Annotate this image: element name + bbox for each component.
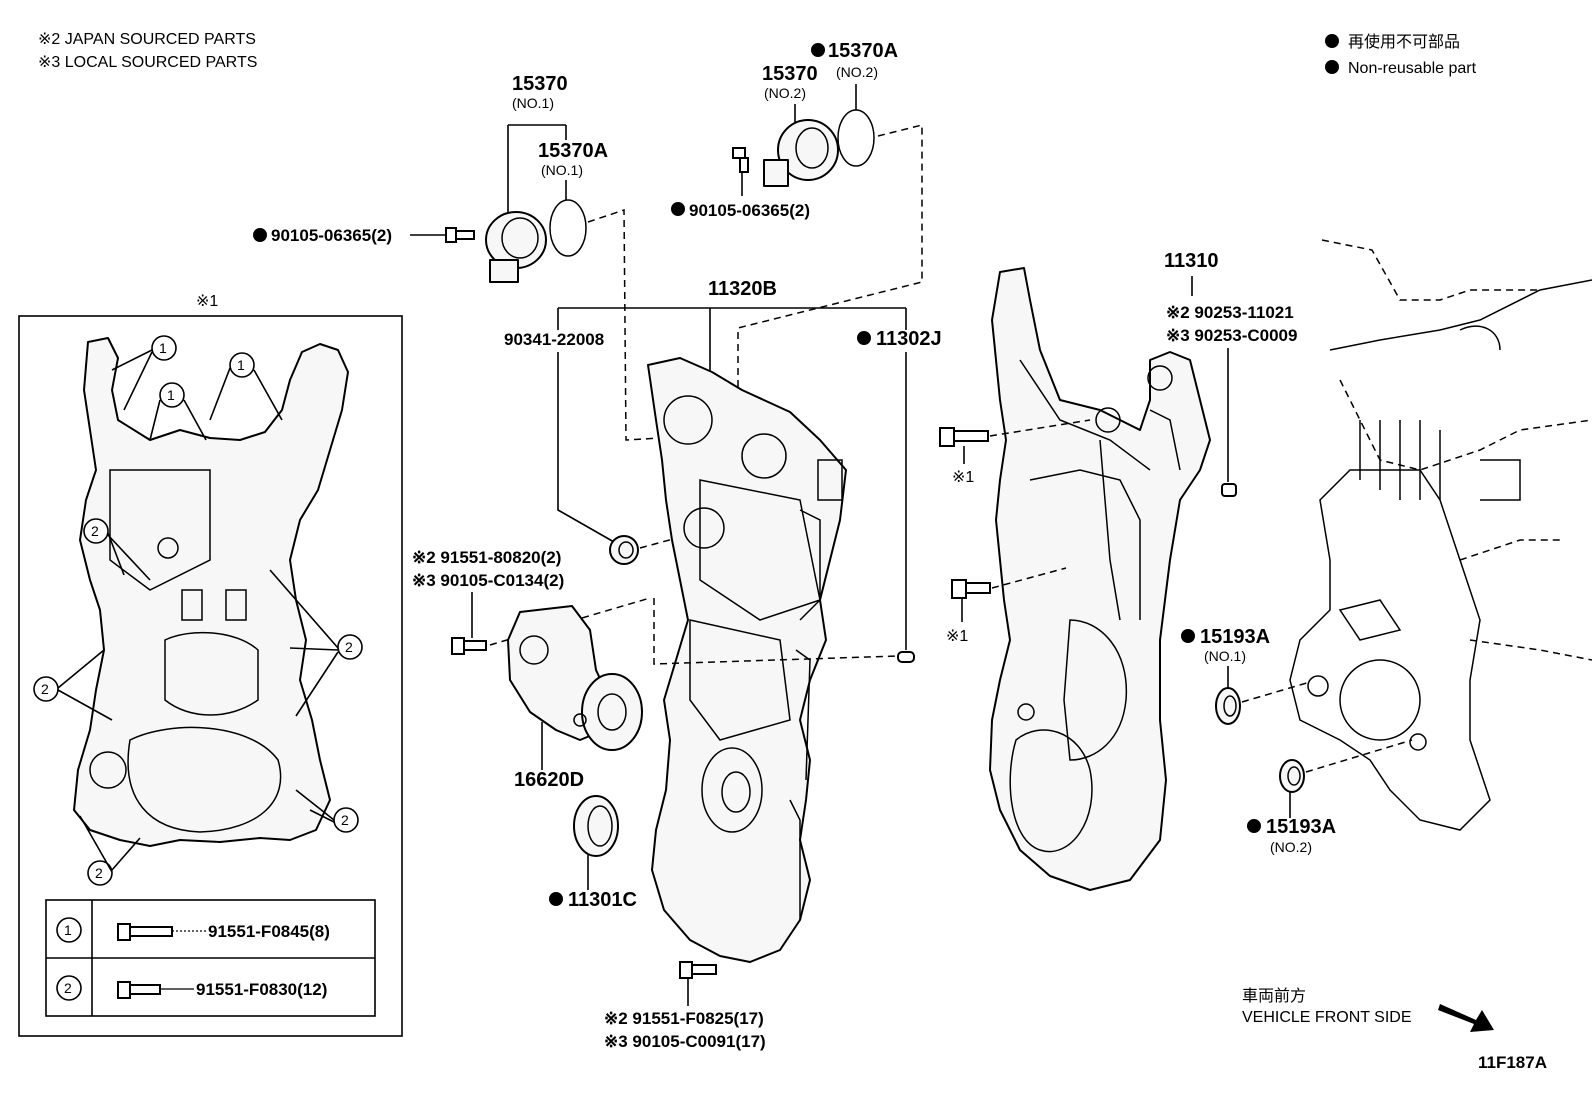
label-90253-11021: ※2 90253-11021 (1166, 303, 1294, 322)
label-15370A-no2-sub: (NO.2) (836, 64, 878, 80)
bolt-table (45, 899, 376, 1017)
label-15370A-no2: 15370A (828, 40, 898, 62)
cam-sensor-no2 (763, 119, 839, 187)
callout-2-c: 2 (33, 676, 59, 702)
non-reusable-bullet-icon (811, 43, 825, 57)
o-ring-15370A-no1 (549, 199, 587, 257)
svg-text:2: 2 (41, 681, 49, 697)
leader-15370-no1 (507, 124, 567, 215)
label-90105-C0134: ※3 90105-C0134(2) (412, 571, 564, 590)
alignment-line-dowel (653, 598, 899, 665)
alignment-line-sensor-no1 (587, 208, 661, 441)
label-91551-F0825: ※2 91551-F0825(17) (604, 1009, 764, 1028)
cover-bolt-a-icon (939, 427, 989, 447)
note-local-sourced: ※3 LOCAL SOURCED PARTS (38, 54, 257, 71)
callout-leader-lines (57, 349, 339, 873)
non-reusable-bullet-icon (1325, 34, 1339, 48)
label-15370-no2-sub: (NO.2) (764, 85, 806, 101)
callout-2-d: 2 (333, 807, 359, 833)
timing-cover-gasket-outline (73, 337, 349, 847)
label-90105-C0091: ※3 90105-C0091(17) (604, 1032, 766, 1051)
label-11320B: 11320B (708, 278, 777, 300)
label-91551-80820: ※2 91551-80820(2) (412, 548, 561, 567)
dowel-pin-11302J (897, 651, 915, 663)
svg-text:2: 2 (95, 865, 103, 881)
inset-asterisk-label: ※1 (196, 293, 218, 310)
callout-1-b: 1 (229, 352, 255, 378)
pin-90253 (1221, 483, 1237, 497)
label-15193A-no2-sub: (NO.2) (1270, 839, 1312, 855)
vehicle-front-en: VEHICLE FRONT SIDE (1242, 1009, 1412, 1026)
leader-11320B (557, 307, 907, 380)
cover-bolt-icon (679, 961, 717, 979)
svg-text:1: 1 (64, 922, 72, 938)
sensor-bolt-icon (732, 147, 749, 173)
legend-en: Non-reusable part (1348, 60, 1477, 77)
label-16620D: 16620D (514, 769, 584, 791)
label-bolt-90105-left: 90105-06365(2) (271, 226, 392, 245)
figure-id: 11F187A (1478, 1053, 1547, 1072)
label-11310: 11310 (1164, 250, 1219, 272)
svg-text:2: 2 (64, 980, 72, 996)
sensor-bolt-icon (445, 227, 475, 243)
label-15370-no1: 15370 (512, 73, 568, 95)
timing-chain-cover (647, 357, 847, 963)
label-11302J: 11302J (876, 328, 942, 350)
label-15370A-no1: 15370A (538, 140, 608, 162)
label-ast1-a: ※1 (952, 469, 974, 486)
non-reusable-bullet-icon (671, 202, 685, 216)
legend-jp: 再使用不可部品 (1348, 33, 1460, 51)
label-11301C: 11301C (568, 889, 637, 911)
non-reusable-bullet-icon (1325, 60, 1339, 74)
oil-seal-11301C (573, 795, 619, 857)
plug-90341-22008 (609, 535, 639, 565)
svg-text:91551-F0830(12): 91551-F0830(12) (196, 980, 327, 999)
label-15370-no2: 15370 (762, 63, 818, 85)
inset-frame (18, 315, 403, 1037)
svg-text:2: 2 (345, 639, 353, 655)
svg-text:2: 2 (91, 523, 99, 539)
label-90341-22008: 90341-22008 (504, 330, 604, 349)
callout-1-c: 1 (159, 382, 185, 408)
label-15370-no1-sub: (NO.1) (512, 95, 554, 111)
drive-belt-tensioner-16620D (507, 605, 643, 751)
flange-bolt-icon (117, 923, 173, 941)
svg-text:91551-F0845(8): 91551-F0845(8) (208, 922, 330, 941)
label-15370A-no1-sub: (NO.1) (541, 162, 583, 178)
label-15193A-no2: 15193A (1266, 816, 1336, 838)
vehicle-front-arrow-icon (1438, 1004, 1494, 1032)
non-reusable-bullet-icon (857, 331, 871, 345)
flange-bolt-icon (117, 981, 161, 999)
svg-text:1: 1 (167, 387, 175, 403)
callout-1-a: 1 (151, 335, 177, 361)
bolt-table-row-2: 2 91551-F0830(12) (56, 975, 327, 1001)
vehicle-front-jp: 車両前方 (1242, 987, 1306, 1005)
note-japan-sourced: ※2 JAPAN SOURCED PARTS (38, 31, 256, 48)
oil-seal-15193A-no2 (1279, 759, 1305, 793)
timing-cover-11310 (989, 267, 1211, 891)
cam-sensor-no1 (485, 211, 547, 283)
svg-text:1: 1 (159, 340, 167, 356)
label-90253-C0009: ※3 90253-C0009 (1166, 326, 1297, 345)
callout-2-e: 2 (87, 860, 113, 886)
engine-block-outline (1289, 239, 1592, 831)
svg-text:1: 1 (237, 357, 245, 373)
label-bolt-90105-top: 90105-06365(2) (689, 201, 810, 220)
callout-2-b: 2 (337, 634, 363, 660)
oil-seal-15193A-no1 (1215, 687, 1241, 725)
non-reusable-bullet-icon (1247, 819, 1261, 833)
callout-2-a: 2 (83, 518, 109, 544)
cover-bolt-b-icon (951, 579, 991, 599)
non-reusable-bullet-icon (253, 228, 267, 242)
svg-text:2: 2 (341, 812, 349, 828)
label-ast1-b: ※1 (946, 628, 968, 645)
bolt-table-row-1: 1 91551-F0845(8) (56, 917, 330, 943)
label-15193A-no1-sub: (NO.1) (1204, 648, 1246, 664)
tensioner-bolt-icon (451, 637, 487, 655)
label-15193A-no1: 15193A (1200, 626, 1270, 648)
non-reusable-bullet-icon (549, 892, 563, 906)
o-ring-15370A-no2 (837, 109, 875, 167)
non-reusable-bullet-icon (1181, 629, 1195, 643)
